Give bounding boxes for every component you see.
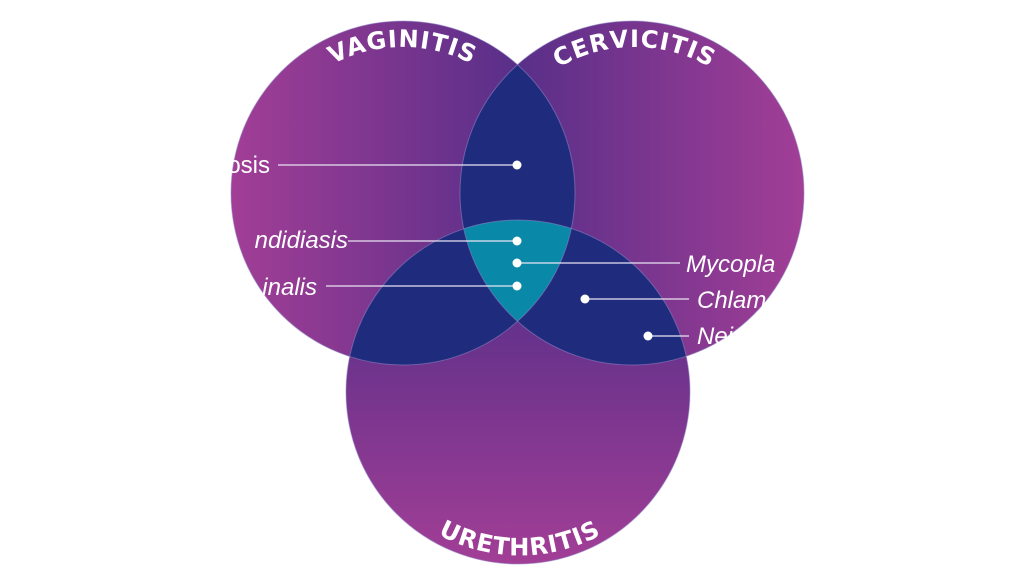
callout-0-label: osis (227, 152, 270, 179)
callout-1-label: ndidiasis (255, 227, 348, 254)
callout-4-dot (580, 294, 590, 304)
overlap-cervicitis-urethritis (460, 220, 690, 365)
urethritis-outline (345, 219, 691, 565)
callout-0-dot (512, 160, 522, 170)
callout-3-label: inalis (262, 274, 317, 301)
callout-5-dot (643, 331, 653, 341)
overlap-vaginitis-urethritis (346, 220, 575, 365)
callout-2-label: Mycopla (686, 251, 775, 278)
callout-5-label: Nei (697, 323, 734, 350)
callout-1-dot (512, 236, 522, 246)
callout-2-dot (512, 258, 522, 268)
callout-3-dot (512, 281, 522, 291)
vaginitis-outline (230, 20, 576, 366)
cervicitis-outline (459, 20, 805, 366)
callout-4-label: Chlam (697, 287, 766, 314)
